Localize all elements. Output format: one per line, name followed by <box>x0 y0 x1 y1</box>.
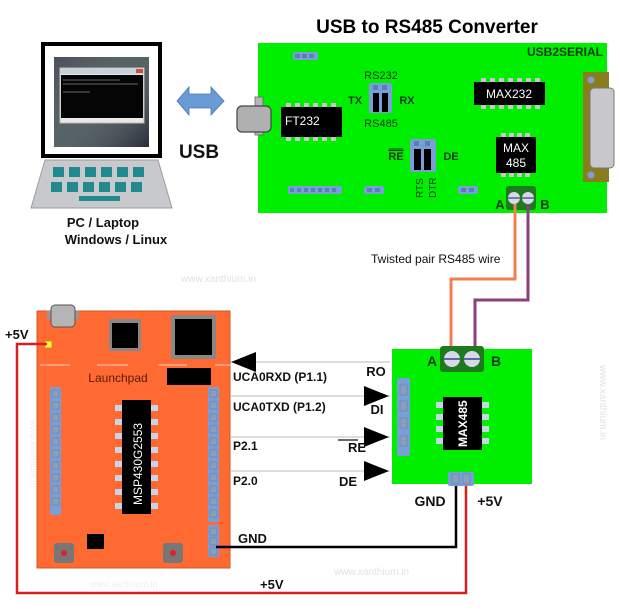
max232-chip: MAX232 <box>474 78 545 109</box>
module-signal-header <box>397 378 410 456</box>
terminal-block-ab[interactable] <box>506 186 536 210</box>
header-2pin-b <box>458 186 478 194</box>
launchpad-ic-large <box>175 319 212 355</box>
max485-board-label1: MAX <box>503 141 529 155</box>
arrow-right-icon <box>364 386 389 406</box>
board-name: USB2SERIAL <box>527 45 603 59</box>
jumper1-bottom-label: RS485 <box>364 118 398 130</box>
module-terminal-b-label: B <box>491 353 501 369</box>
launchpad-gnd-label: GND <box>238 531 267 546</box>
launchpad-label: Launchpad <box>88 371 147 385</box>
signal-pin-2: P2.1 <box>233 439 258 453</box>
jumper1-left-label: TX <box>348 95 363 107</box>
watermark-left: www.xanthium.in <box>28 419 38 488</box>
launchpad-small-ic <box>87 534 104 549</box>
launchpad-right-header <box>208 387 219 557</box>
laptop-icon <box>30 42 173 209</box>
signal-lines <box>230 352 390 481</box>
launchpad-ic-small <box>112 323 138 348</box>
jumper2-left-label: RE <box>388 151 403 163</box>
db9-connector-icon <box>583 72 615 182</box>
max485-module-label: MAX485 <box>456 400 470 447</box>
max485-chip-board: MAX 485 <box>496 133 536 177</box>
module-pin-di: DI <box>371 402 384 417</box>
usb2serial-board: USB2SERIAL FT232 RS232 TX <box>236 43 615 213</box>
header-2pin-a <box>364 186 384 194</box>
module-pin-re: RE <box>348 440 366 455</box>
user-button[interactable] <box>163 543 183 563</box>
arrow-left-icon <box>231 352 256 372</box>
max485-chip-module: MAX485 <box>436 397 489 450</box>
launchpad-power-label: +5V <box>5 327 29 342</box>
module-terminal-a-label: A <box>427 353 437 369</box>
max485-board-label2: 485 <box>506 156 526 170</box>
header-3pin <box>293 52 318 60</box>
ft232-chip: FT232 <box>281 103 342 141</box>
watermark-right: www.xanthium.in <box>597 364 608 440</box>
launchpad-left-header <box>50 387 61 515</box>
pc-label-line2: Windows / Linux <box>65 232 168 247</box>
wire-b <box>473 204 530 350</box>
signal-pin-1: UCA0TXD (P1.2) <box>233 400 326 414</box>
wire-label: Twisted pair RS485 wire <box>371 252 501 266</box>
launchpad-usb-connector-icon <box>47 304 79 328</box>
module-pin-de: DE <box>339 474 357 489</box>
terminal-a-label: A <box>495 197 505 212</box>
terminal-b-label: B <box>540 197 549 212</box>
power-wire-5v <box>15 342 468 595</box>
module-pin-ro: RO <box>366 364 386 379</box>
ground-wire <box>216 478 458 549</box>
msp430-chip: MSP430G2553 <box>115 400 158 514</box>
module-vcc-label: +5V <box>477 493 503 509</box>
usb-connector-icon <box>236 96 272 136</box>
usb-label: USB <box>179 142 219 163</box>
watermark-bottom: www.xanthium.in <box>333 567 409 578</box>
header-8pin <box>288 186 342 194</box>
jumper1-top-label: RS232 <box>364 70 398 82</box>
jumper2-pin2-label: DTR <box>428 177 439 198</box>
arrow-right-icon <box>364 427 389 447</box>
module-gnd-label: GND <box>414 493 445 509</box>
arrow-right-icon <box>364 461 389 481</box>
bottom-power-label: +5V <box>260 577 284 592</box>
max232-label: MAX232 <box>486 87 532 101</box>
jumper2-right-label: DE <box>443 151 458 163</box>
wire-a <box>449 204 517 350</box>
mcu-label: MSP430G2553 <box>131 423 145 505</box>
module-terminal-block-ab[interactable] <box>440 346 484 372</box>
launchpad-board: Launchpad MSP430G2 <box>36 304 231 569</box>
diagram-title: USB to RS485 Converter <box>316 17 538 38</box>
signal-pin-3: P2.0 <box>233 474 258 488</box>
watermark-top: www.xanthium.in <box>180 274 256 285</box>
bidirectional-arrow-icon <box>176 85 225 117</box>
jumper1-right-label: RX <box>399 95 415 107</box>
jumper2-pin1-label: RTS <box>415 178 426 198</box>
ft232-label: FT232 <box>285 114 320 128</box>
max485-module: A B MAX485 <box>392 346 532 486</box>
pc-label-line1: PC / Laptop <box>67 215 139 230</box>
module-power-header <box>448 472 474 486</box>
reset-button[interactable] <box>54 543 74 563</box>
watermark-launchpad: www.xanthium.in <box>89 579 158 589</box>
jumper-re-de[interactable] <box>410 139 436 172</box>
jumper-rs232-rs485[interactable] <box>369 83 392 113</box>
launchpad-black-block <box>167 368 211 385</box>
signal-pin-0: UCA0RXD (P1.1) <box>233 370 327 384</box>
